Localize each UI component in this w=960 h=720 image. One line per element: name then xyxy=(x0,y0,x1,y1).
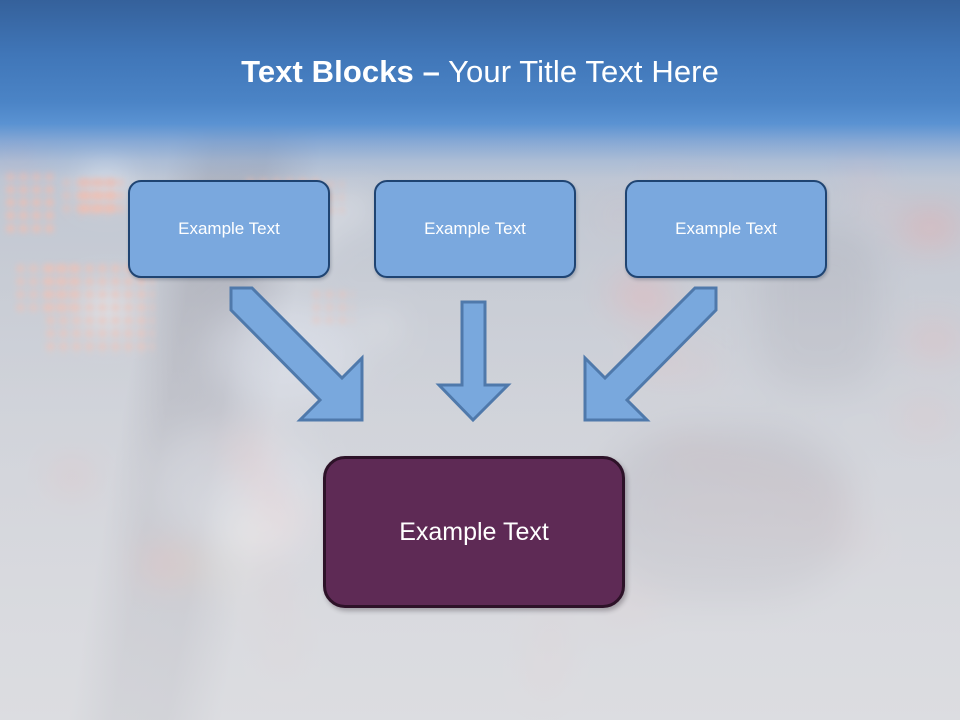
text-block-3[interactable]: Example Text xyxy=(625,180,827,278)
header-band xyxy=(0,0,960,196)
text-block-1-label: Example Text xyxy=(178,219,280,238)
text-block-2-label: Example Text xyxy=(424,219,526,238)
page-title-light: Your Title Text Here xyxy=(439,54,719,89)
text-block-3-label: Example Text xyxy=(675,219,777,238)
text-block-2[interactable]: Example Text xyxy=(374,180,576,278)
result-text-block-label: Example Text xyxy=(399,518,549,546)
page-title: Text Blocks – Your Title Text Here xyxy=(0,52,960,92)
page-title-bold: Text Blocks – xyxy=(241,54,440,89)
result-text-block[interactable]: Example Text xyxy=(323,456,625,608)
text-block-1[interactable]: Example Text xyxy=(128,180,330,278)
